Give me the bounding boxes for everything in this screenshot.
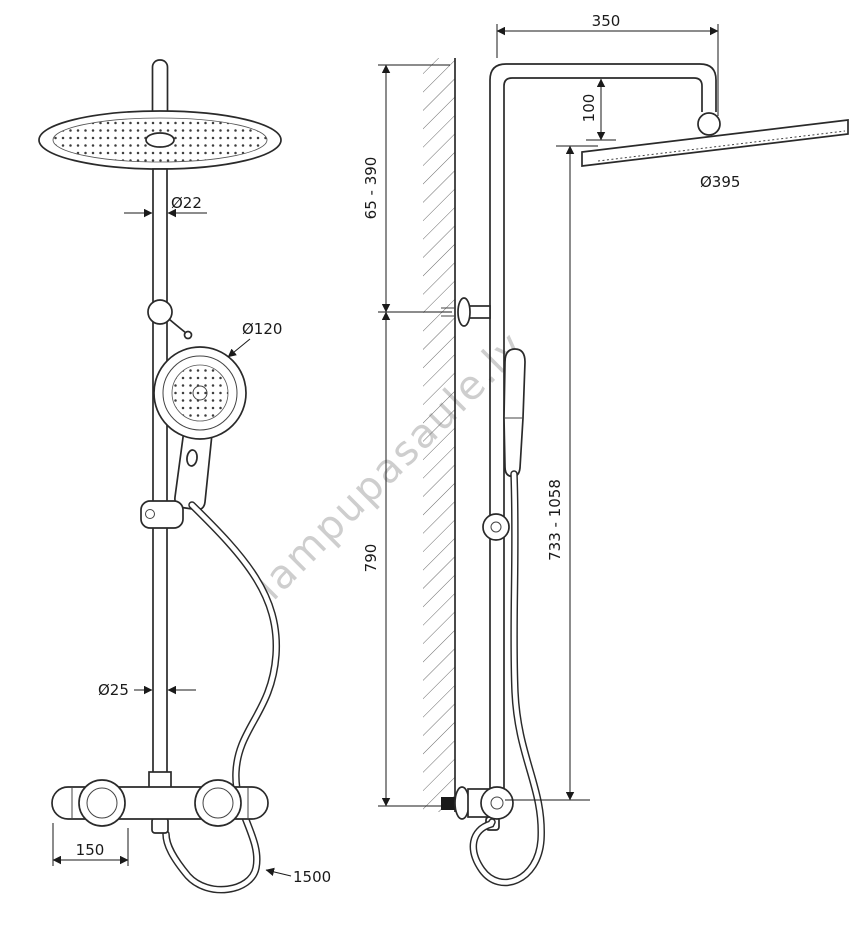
mixer-left-knob — [78, 779, 126, 827]
side-dimensions: 350 100 Ø395 65 - 390 790 733 - 1058 — [362, 12, 740, 807]
front-slider-clamp — [140, 500, 184, 529]
dim-label-head-diameter: Ø395 — [700, 173, 740, 191]
ball-joint — [697, 112, 721, 136]
front-riser-pipe — [152, 168, 168, 789]
dim-label-arm-length: 350 — [592, 12, 621, 30]
thermostatic-mixer-front — [51, 771, 269, 834]
dim-label-hose-length: 1500 — [293, 868, 331, 886]
rain-shower-head-front — [38, 110, 282, 170]
side-slider-knob — [482, 513, 510, 541]
dim-label-wall-height: 790 — [362, 544, 380, 573]
dim-label-upper-pipe-range: 65 - 390 — [362, 157, 380, 220]
side-riser-and-arm — [489, 63, 717, 789]
side-view: 350 100 Ø395 65 - 390 790 733 - 1058 — [362, 12, 849, 887]
wall-section — [423, 58, 456, 812]
dim-label-column-range: 733 - 1058 — [546, 479, 564, 561]
dim-label-hand-shower-diameter: Ø120 — [242, 320, 282, 338]
mixer-right-knob — [194, 779, 242, 827]
dim-label-head-drop: 100 — [580, 94, 598, 123]
front-top-pipe-stub — [151, 59, 169, 119]
hand-shower-handle — [174, 429, 213, 511]
side-shower-hose — [469, 470, 545, 887]
head-hub — [145, 132, 175, 148]
front-view: Ø22 Ø120 Ø25 150 1500 — [38, 59, 331, 894]
wall-anchor — [441, 797, 455, 810]
thermostatic-mixer-side — [441, 786, 514, 831]
rain-shower-head-side — [581, 112, 849, 167]
dim-label-inlet-spacing: 150 — [76, 841, 105, 859]
front-dimensions: Ø22 Ø120 Ø25 150 1500 — [52, 194, 331, 886]
front-shower-hose — [162, 501, 281, 894]
watermark-text: lampupasaule.lv — [248, 323, 534, 609]
hand-shower-front — [153, 346, 247, 511]
mixer-outlet — [151, 817, 169, 834]
dim-label-pipe-top-diameter: Ø22 — [171, 194, 202, 212]
front-wall-bracket — [147, 299, 193, 340]
side-wall-bracket — [441, 297, 491, 327]
side-mixer-knob — [480, 786, 514, 820]
hand-shower-side — [482, 348, 526, 541]
dim-label-pipe-bottom-diameter: Ø25 — [98, 681, 129, 699]
hand-shower-button — [186, 449, 198, 467]
